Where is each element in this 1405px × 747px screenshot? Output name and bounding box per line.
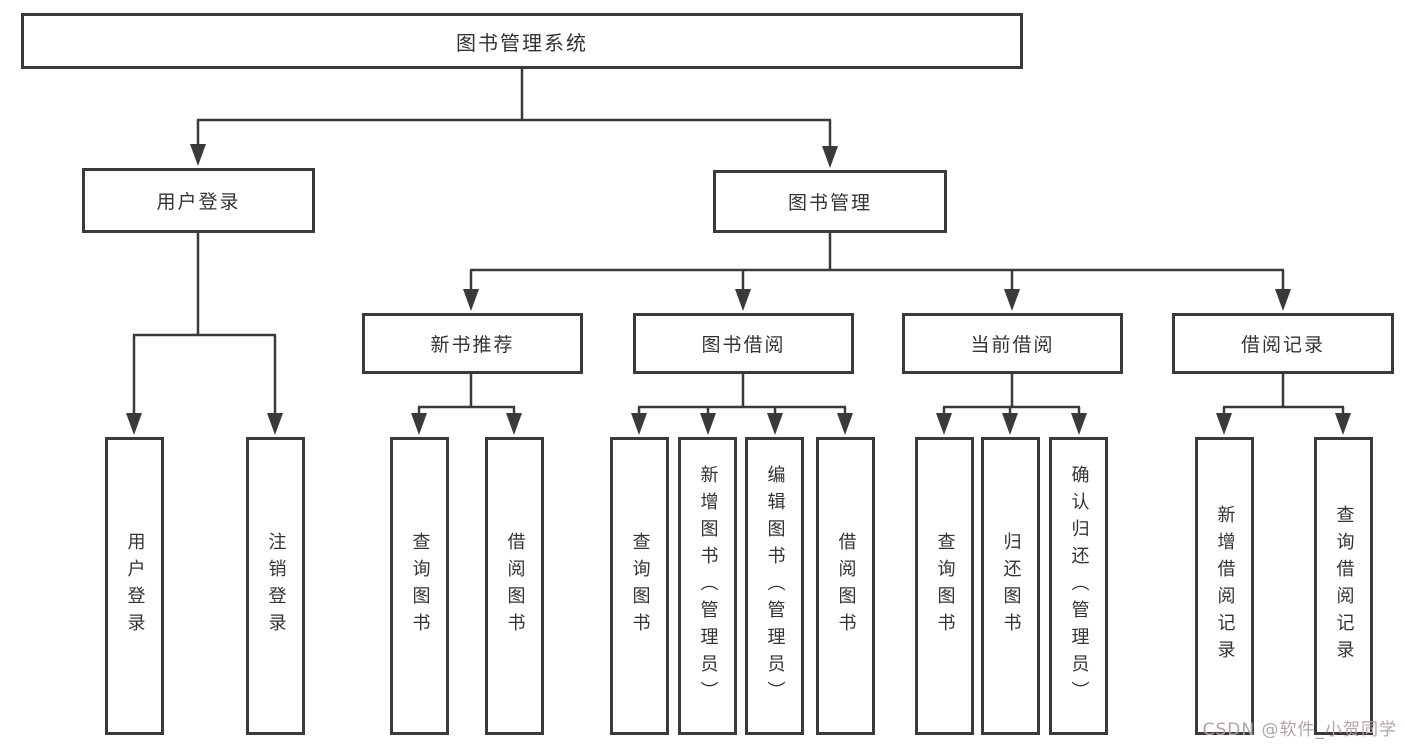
leaf-query-books-recommend: 查询图书 xyxy=(390,437,449,735)
arrow-down-icon xyxy=(822,146,838,168)
arrow-down-icon xyxy=(1335,413,1351,435)
leaf-label: 借阅图书 xyxy=(835,532,857,640)
connector-user-login-to-children xyxy=(132,233,277,418)
leaf-label: 归还图书 xyxy=(1000,532,1022,640)
leaf-confirm-return-admin: 确认归还（管理员） xyxy=(1049,437,1108,735)
node-borrow-records: 借阅记录 xyxy=(1172,313,1394,374)
leaf-label: 新增借阅记录 xyxy=(1214,505,1236,667)
leaf-borrow-books-recommend: 借阅图书 xyxy=(485,437,544,735)
arrow-down-icon xyxy=(411,413,427,435)
node-user-login: 用户登录 xyxy=(82,168,315,233)
arrow-down-icon xyxy=(1275,289,1291,311)
leaf-edit-books-admin: 编辑图书（管理员） xyxy=(745,437,804,735)
arrow-down-icon xyxy=(631,413,647,435)
leaf-label: 确认归还（管理员） xyxy=(1068,464,1090,708)
node-book-management: 图书管理 xyxy=(713,170,947,233)
leaf-label: 查询借阅记录 xyxy=(1333,505,1355,667)
node-root-library-system: 图书管理系统 xyxy=(21,13,1023,69)
leaf-add-books-admin: 新增图书（管理员） xyxy=(678,437,737,735)
leaf-query-borrow-record: 查询借阅记录 xyxy=(1314,437,1373,735)
connector-book-management-to-level3 xyxy=(469,233,1285,294)
arrow-down-icon xyxy=(1071,413,1087,435)
connector-book-borrow-to-children xyxy=(637,374,847,418)
node-book-borrow: 图书借阅 xyxy=(633,313,854,374)
leaf-user-login: 用户登录 xyxy=(105,437,164,735)
arrow-down-icon xyxy=(267,413,283,435)
leaf-label: 注销登录 xyxy=(265,532,287,640)
arrow-down-icon xyxy=(1216,413,1232,435)
leaf-label: 新增图书（管理员） xyxy=(697,464,719,708)
leaf-label: 查询图书 xyxy=(409,532,431,640)
leaf-return-books: 归还图书 xyxy=(981,437,1040,735)
arrow-down-icon xyxy=(1004,289,1020,311)
connector-root-to-level2 xyxy=(196,69,832,150)
arrow-down-icon xyxy=(463,289,479,311)
connector-new-book-to-children xyxy=(417,374,516,418)
connector-borrow-records-to-children xyxy=(1222,374,1345,418)
arrow-down-icon xyxy=(936,413,952,435)
arrow-down-icon xyxy=(767,413,783,435)
arrow-down-icon xyxy=(506,413,522,435)
arrow-down-icon xyxy=(126,413,142,435)
node-current-borrow: 当前借阅 xyxy=(902,313,1123,374)
arrow-down-icon xyxy=(700,413,716,435)
arrow-down-icon xyxy=(837,413,853,435)
csdn-watermark: CSDN @软件_小贺同学 xyxy=(1202,720,1397,740)
leaf-logout: 注销登录 xyxy=(246,437,305,735)
leaf-add-borrow-record: 新增借阅记录 xyxy=(1195,437,1254,735)
leaf-label: 查询图书 xyxy=(934,532,956,640)
leaf-label: 编辑图书（管理员） xyxy=(764,464,786,708)
leaf-label: 查询图书 xyxy=(629,532,651,640)
leaf-query-books-borrow: 查询图书 xyxy=(610,437,669,735)
arrow-down-icon xyxy=(190,144,206,166)
leaf-label: 用户登录 xyxy=(124,532,146,640)
connector-current-borrow-to-children xyxy=(942,374,1081,418)
arrowheads xyxy=(126,144,1351,435)
leaf-query-books-current: 查询图书 xyxy=(915,437,974,735)
leaf-label: 借阅图书 xyxy=(504,532,526,640)
arrow-down-icon xyxy=(1002,413,1018,435)
arrow-down-icon xyxy=(735,289,751,311)
leaf-borrow-books: 借阅图书 xyxy=(816,437,875,735)
node-new-book-recommend: 新书推荐 xyxy=(362,313,583,374)
